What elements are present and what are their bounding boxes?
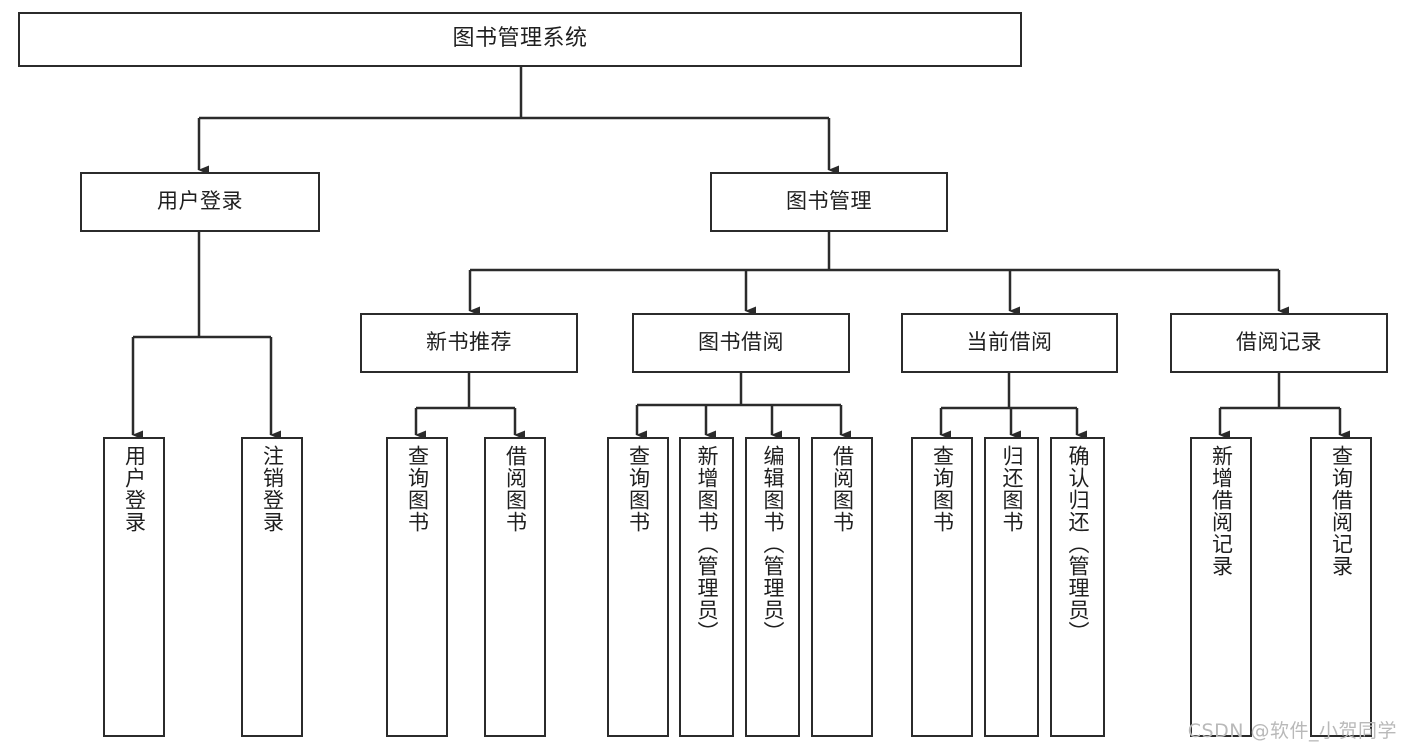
node-label: 确认归还（管理员） (1065, 445, 1090, 643)
node-label: 新书推荐 (426, 330, 512, 355)
node-leaf-query-borrow-record[interactable]: 查询借阅记录 (1310, 437, 1372, 737)
node-book-borrow[interactable]: 图书借阅 (632, 313, 850, 373)
node-label: 查询图书 (626, 445, 651, 533)
node-leaf-borrow-book-recommend[interactable]: 借阅图书 (484, 437, 546, 737)
node-leaf-borrow-book[interactable]: 借阅图书 (811, 437, 873, 737)
node-label: 借阅记录 (1236, 330, 1322, 355)
node-label: 查询图书 (405, 445, 430, 533)
node-leaf-query-book-borrow[interactable]: 查询图书 (607, 437, 669, 737)
node-label: 查询图书 (930, 445, 955, 533)
node-label: 图书管理系统 (452, 26, 588, 52)
node-user-login[interactable]: 用户登录 (80, 172, 320, 232)
node-leaf-logout[interactable]: 注销登录 (241, 437, 303, 737)
node-label: 借阅图书 (503, 445, 528, 533)
node-label: 图书借阅 (698, 330, 784, 355)
node-label: 归还图书 (999, 445, 1024, 533)
node-leaf-user-login[interactable]: 用户登录 (103, 437, 165, 737)
node-label: 当前借阅 (966, 330, 1053, 355)
node-leaf-add-book-admin[interactable]: 新增图书（管理员） (679, 437, 734, 737)
node-leaf-edit-book-admin[interactable]: 编辑图书（管理员） (745, 437, 800, 737)
node-leaf-query-book-current[interactable]: 查询图书 (911, 437, 973, 737)
node-current-borrow[interactable]: 当前借阅 (901, 313, 1118, 373)
node-borrow-record[interactable]: 借阅记录 (1170, 313, 1388, 373)
node-leaf-query-book-recommend[interactable]: 查询图书 (386, 437, 448, 737)
node-label: 编辑图书（管理员） (760, 445, 785, 643)
node-label: 查询借阅记录 (1329, 445, 1354, 577)
node-label: 新增图书（管理员） (694, 445, 719, 643)
node-new-book-recommend[interactable]: 新书推荐 (360, 313, 578, 373)
node-leaf-return-book[interactable]: 归还图书 (984, 437, 1039, 737)
node-label: 借阅图书 (830, 445, 855, 533)
node-label: 图书管理 (786, 189, 872, 214)
node-leaf-add-borrow-record[interactable]: 新增借阅记录 (1190, 437, 1252, 737)
node-label: 用户登录 (122, 445, 147, 533)
node-label: 用户登录 (157, 189, 243, 214)
node-book-management[interactable]: 图书管理 (710, 172, 948, 232)
node-label: 新增借阅记录 (1209, 445, 1234, 577)
node-leaf-confirm-return-admin[interactable]: 确认归还（管理员） (1050, 437, 1105, 737)
node-label: 注销登录 (260, 445, 285, 533)
node-root-book-management-system[interactable]: 图书管理系统 (18, 12, 1022, 67)
